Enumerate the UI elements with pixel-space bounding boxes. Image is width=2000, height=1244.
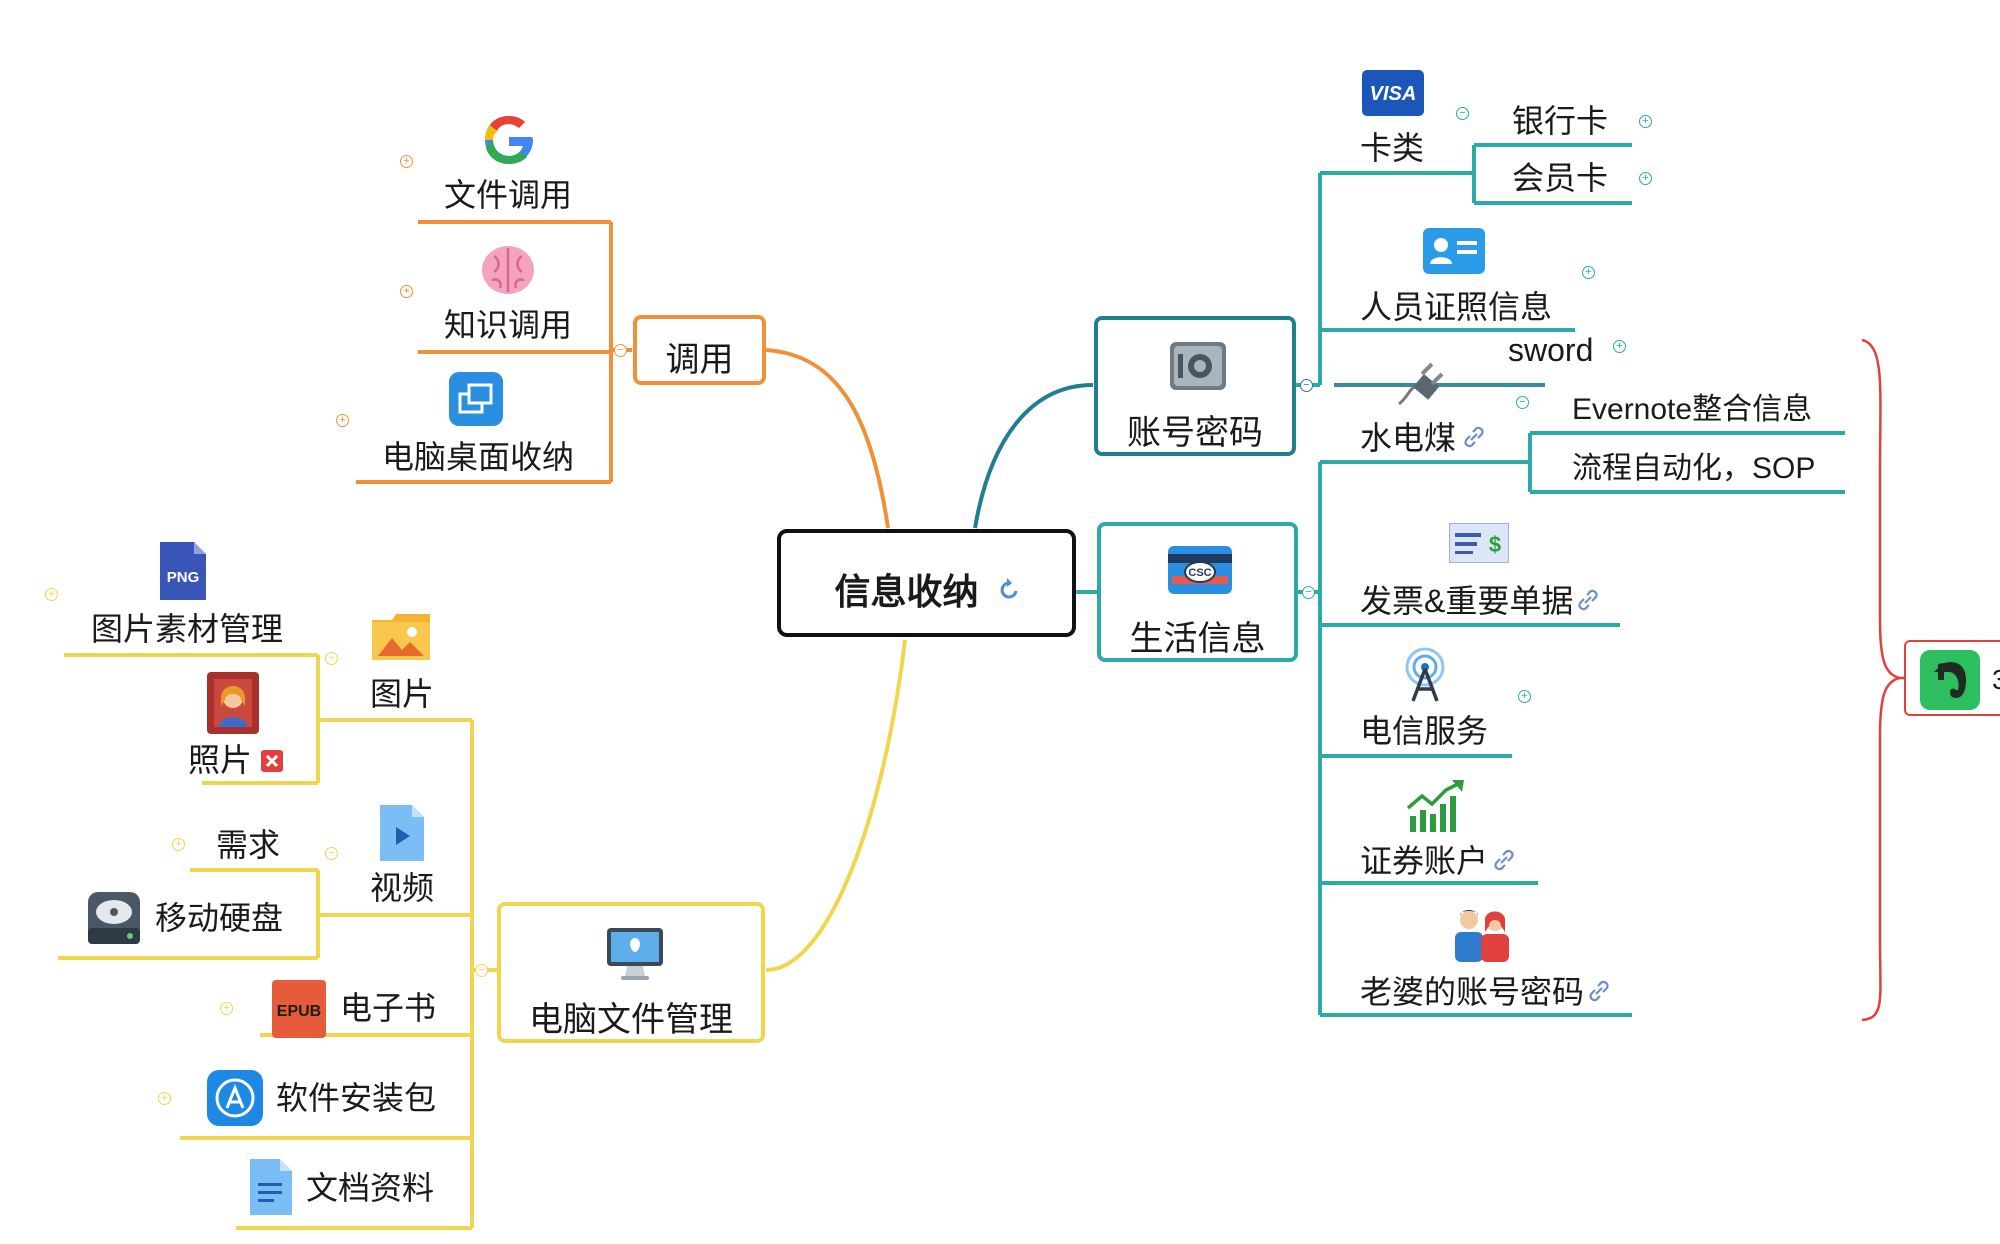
link-icon[interactable] — [1587, 979, 1611, 1003]
zhanghao-collapse-toggle[interactable]: − — [1300, 379, 1313, 392]
diaoyong-collapse-toggle[interactable]: − — [614, 344, 627, 357]
hard-drive-icon — [88, 892, 140, 944]
1password-expand-toggle[interactable]: + — [1613, 340, 1626, 353]
node-telecom[interactable]: 电信服务 — [1360, 713, 1489, 749]
telecom-expand-toggle[interactable]: + — [1518, 690, 1531, 703]
evernote-summary-node[interactable]: 3 — [1904, 640, 2000, 716]
node-cards[interactable]: 卡类 — [1360, 130, 1425, 166]
link-icon[interactable] — [1462, 425, 1486, 449]
ebook-expand-toggle[interactable]: + — [220, 1002, 233, 1015]
svg-text:CSC: CSC — [1188, 567, 1211, 579]
node-external-drive[interactable]: 移动硬盘 — [155, 900, 284, 936]
invoice-icon: $ — [1449, 523, 1509, 563]
shenghuo-collapse-toggle[interactable]: − — [1302, 586, 1315, 599]
cards-collapse-toggle[interactable]: − — [1456, 107, 1469, 120]
evernote-brace — [1861, 338, 1901, 1022]
node-video[interactable]: 视频 — [370, 870, 435, 906]
node-requirements[interactable]: 需求 — [216, 827, 281, 863]
couple-icon — [1455, 910, 1509, 962]
credit-card-icon: CSC — [1168, 546, 1232, 594]
node-process-automation[interactable]: 流程自动化，SOP — [1572, 452, 1816, 485]
zhanghao-tree — [1296, 143, 1632, 387]
node-id-info[interactable]: 人员证照信息 — [1360, 289, 1553, 325]
node-photos[interactable]: 照片 — [188, 742, 253, 778]
center-node-label: 信息收纳 — [834, 571, 979, 612]
evernote-icon — [1920, 650, 1980, 710]
branch-shenghuo-label: 生活信息 — [1129, 620, 1266, 658]
epub-icon: EPUB — [272, 980, 326, 1038]
branch-shenghuo[interactable]: CSC 生活信息 — [1097, 522, 1298, 662]
node-securities[interactable]: 证券账户 — [1360, 843, 1489, 879]
link-icon[interactable] — [1492, 848, 1516, 872]
imac-icon — [607, 928, 663, 980]
node-knowledge-call[interactable]: 知识调用 — [444, 307, 573, 343]
connector-files — [765, 639, 907, 972]
node-wife-accounts[interactable]: 老婆的账号密码 — [1360, 974, 1585, 1010]
plug-icon — [1398, 362, 1444, 406]
svg-text:VISA: VISA — [1370, 83, 1417, 105]
id-card-icon — [1423, 228, 1485, 274]
connector-diaoyong — [765, 348, 890, 529]
node-image-assets[interactable]: 图片素材管理 — [91, 611, 284, 647]
utilities-collapse-toggle[interactable]: − — [1516, 396, 1529, 409]
svg-text:EPUB: EPUB — [277, 1003, 321, 1020]
center-node[interactable]: 信息收纳 — [777, 529, 1076, 637]
link-icon[interactable] — [1576, 588, 1600, 612]
video-collapse-toggle[interactable]: − — [325, 847, 338, 860]
cross-marker-icon — [261, 750, 283, 772]
safe-icon — [1170, 342, 1226, 390]
document-icon — [250, 1159, 292, 1215]
node-desktop-storage[interactable]: 电脑桌面收纳 — [382, 439, 575, 475]
bank-card-expand-toggle[interactable]: + — [1639, 115, 1652, 128]
video-file-icon — [380, 805, 424, 861]
node-1password[interactable]: sword — [1508, 332, 1594, 368]
antenna-icon — [1405, 647, 1445, 702]
node-pictures[interactable]: 图片 — [370, 676, 435, 712]
windows-stack-icon — [449, 372, 503, 426]
node-invoice[interactable]: 发票&重要单据 — [1360, 583, 1574, 619]
stock-chart-icon — [1406, 780, 1464, 832]
branch-diaoyong[interactable]: 调用 — [633, 315, 766, 385]
knowledge-call-expand-toggle[interactable]: + — [400, 285, 413, 298]
branch-files[interactable]: 电脑文件管理 — [497, 902, 765, 1043]
requirements-expand-toggle[interactable]: + — [172, 838, 185, 851]
node-ebook[interactable]: 电子书 — [340, 990, 437, 1026]
branch-zhanghao[interactable]: 账号密码 — [1094, 316, 1296, 456]
app-store-icon — [207, 1070, 263, 1126]
portrait-icon — [207, 672, 259, 734]
branch-zhanghao-label: 账号密码 — [1127, 414, 1263, 452]
evernote-cut-text: 3 — [1992, 664, 2000, 695]
software-expand-toggle[interactable]: + — [158, 1092, 171, 1105]
node-file-call[interactable]: 文件调用 — [444, 177, 573, 213]
id-info-expand-toggle[interactable]: + — [1582, 266, 1595, 279]
connector-zhanghao — [973, 383, 1094, 529]
desktop-storage-expand-toggle[interactable]: + — [336, 414, 349, 427]
folder-image-icon — [372, 614, 430, 660]
svg-text:$: $ — [1489, 532, 1501, 557]
node-documents[interactable]: 文档资料 — [306, 1170, 435, 1206]
refresh-icon — [1000, 578, 1018, 599]
pictures-collapse-toggle[interactable]: − — [325, 652, 338, 665]
svg-text:PNG: PNG — [167, 569, 200, 586]
png-file-icon: PNG — [160, 542, 206, 600]
node-member-card[interactable]: 会员卡 — [1512, 160, 1609, 196]
files-tree — [58, 653, 497, 1230]
branch-files-label: 电脑文件管理 — [529, 1001, 733, 1039]
google-icon — [485, 116, 533, 164]
files-collapse-toggle[interactable]: − — [475, 964, 488, 977]
member-card-expand-toggle[interactable]: + — [1639, 172, 1652, 185]
brain-icon — [482, 246, 534, 294]
shenghuo-tree — [1298, 431, 1845, 1017]
node-software-packages[interactable]: 软件安装包 — [276, 1080, 437, 1116]
branch-diaoyong-label: 调用 — [665, 341, 734, 379]
image-assets-expand-toggle[interactable]: + — [45, 588, 58, 601]
node-bank-card[interactable]: 银行卡 — [1512, 103, 1609, 139]
node-evernote-integration[interactable]: Evernote整合信息 — [1572, 393, 1813, 426]
node-utilities[interactable]: 水电煤 — [1360, 420, 1457, 456]
visa-icon: VISA — [1362, 70, 1424, 116]
file-call-expand-toggle[interactable]: + — [400, 155, 413, 168]
